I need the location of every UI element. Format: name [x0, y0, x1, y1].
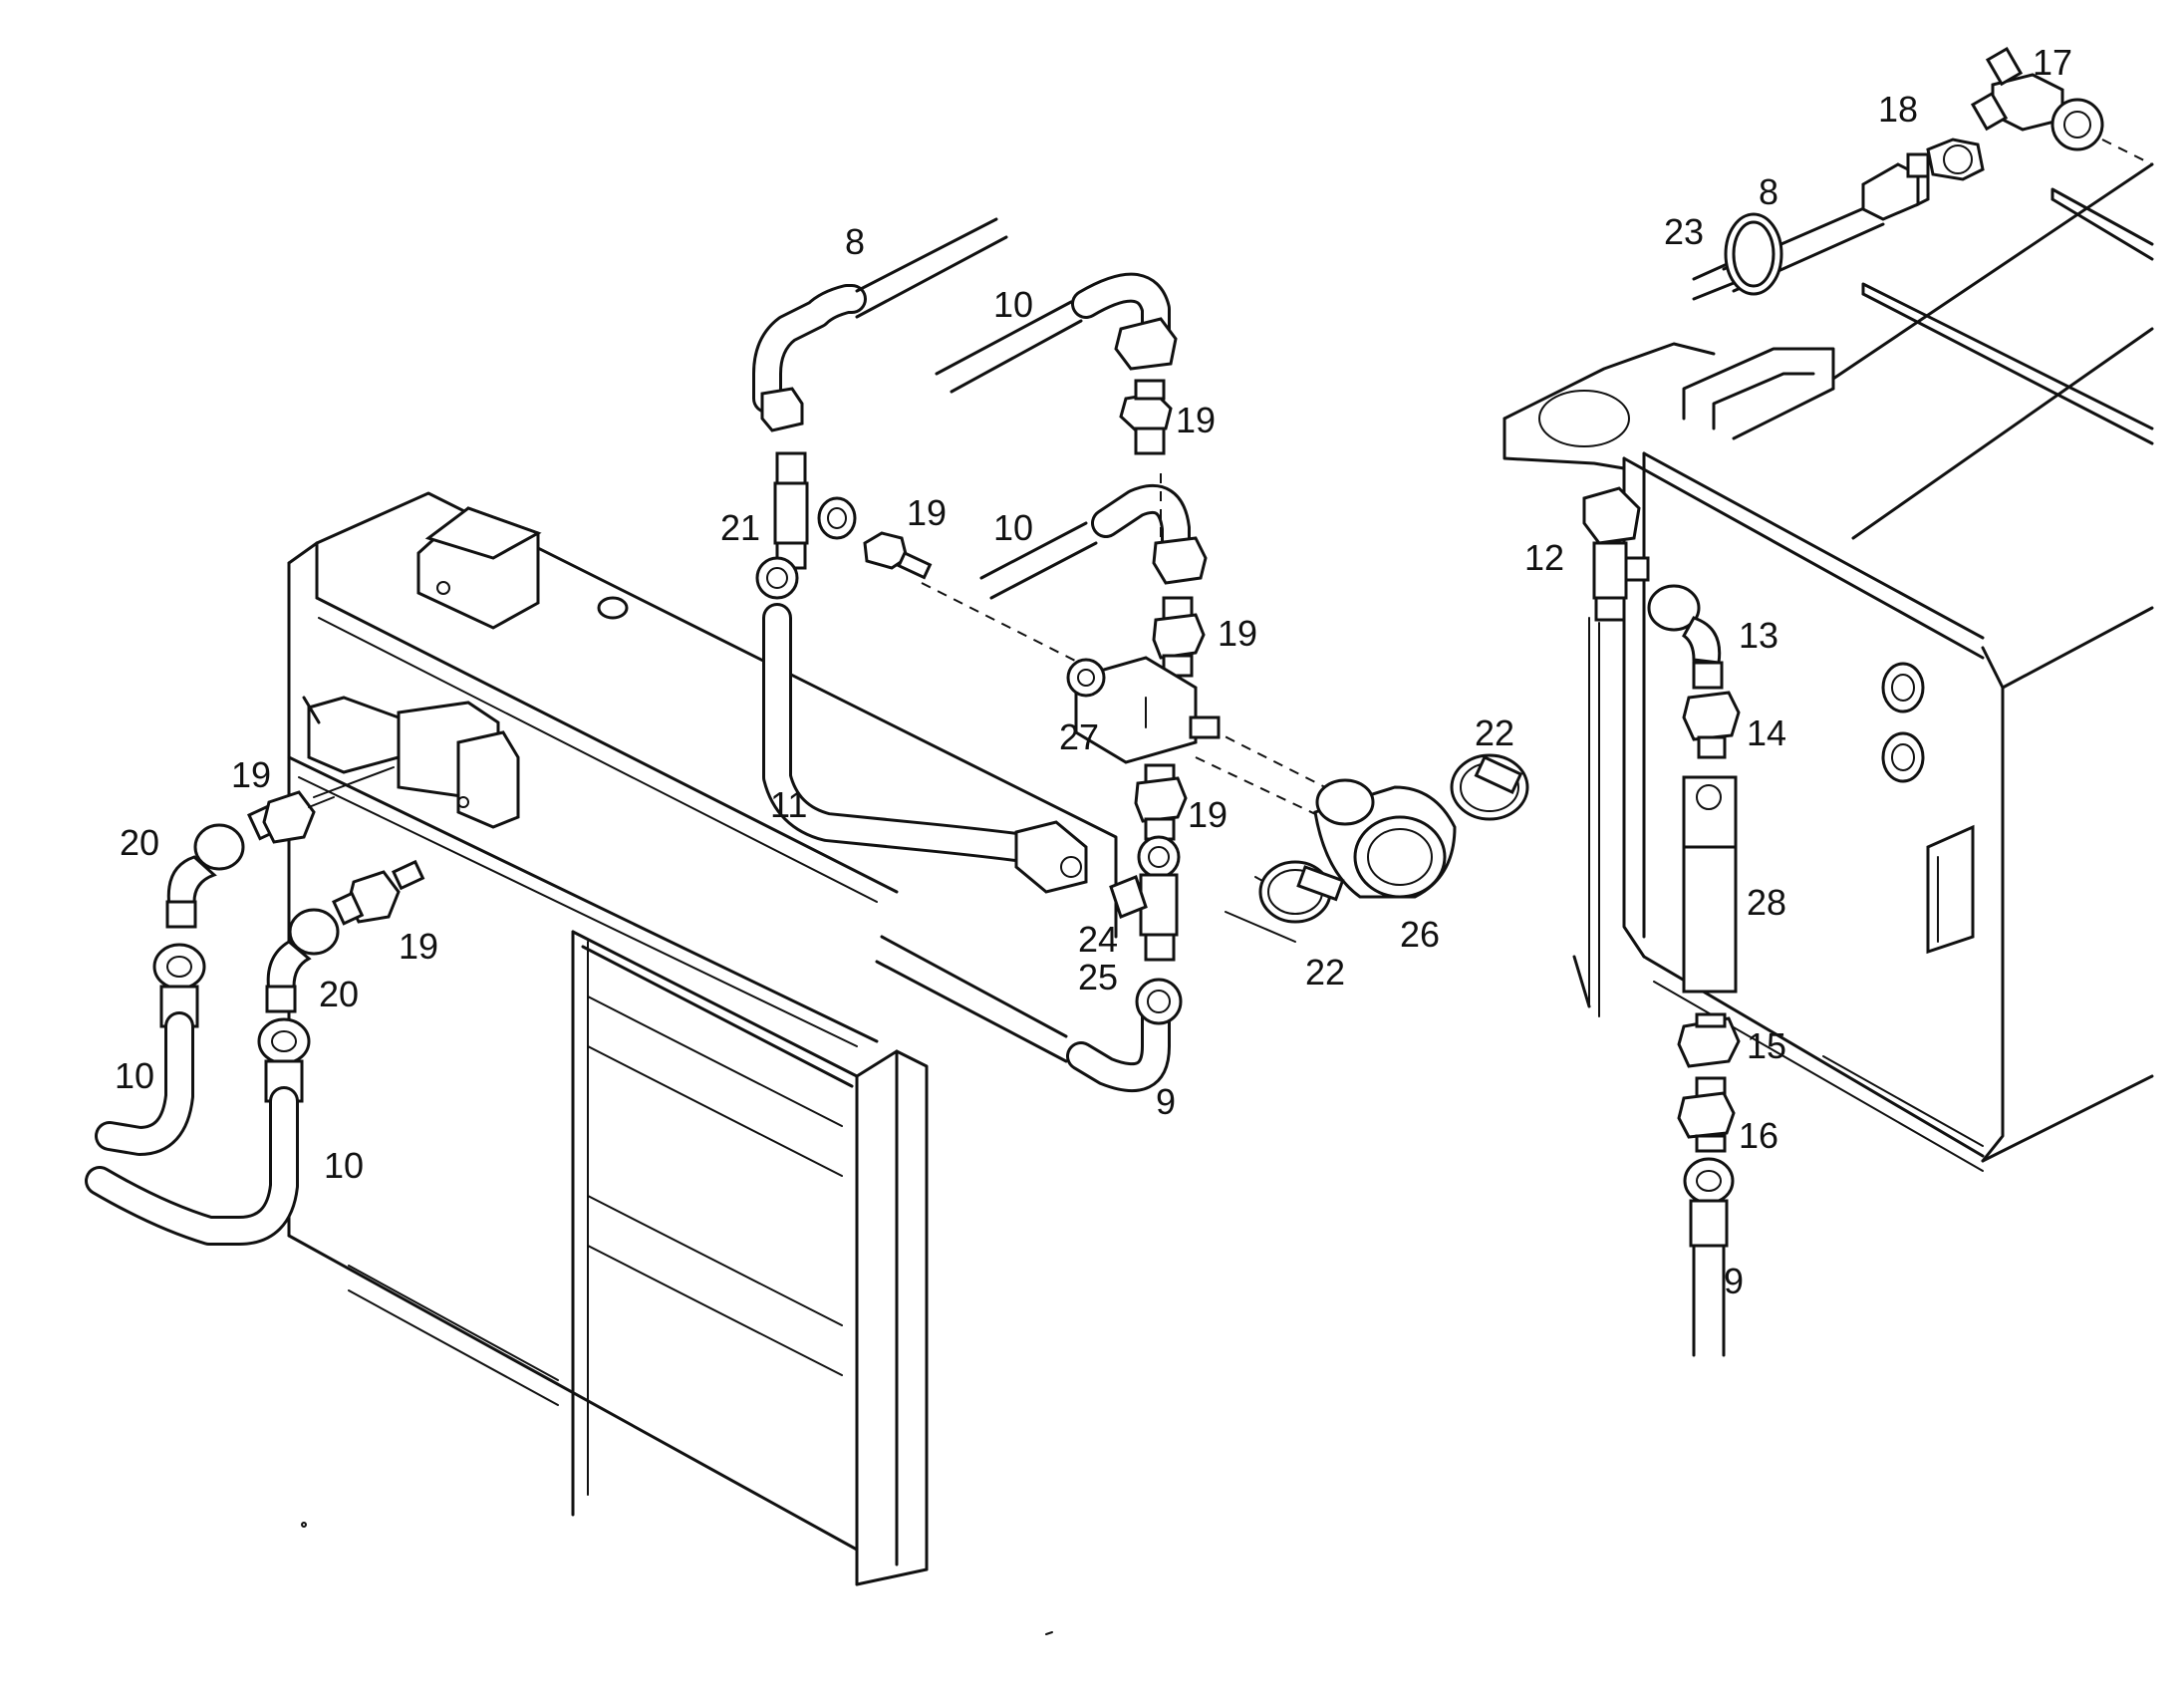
callout-23: 23 [1664, 211, 1704, 252]
callout-25: 25 [1078, 957, 1118, 997]
callout-10-upper: 10 [993, 284, 1033, 325]
callout-21: 21 [720, 507, 760, 548]
callout-8-right: 8 [1759, 171, 1778, 212]
callout-12: 12 [1524, 537, 1564, 578]
callout-16: 16 [1739, 1115, 1778, 1156]
center-fittings [755, 317, 1529, 1025]
right-top-fittings [1692, 46, 2153, 301]
callout-20-lower: 20 [319, 974, 359, 1014]
callout-8-top: 8 [845, 221, 865, 262]
callout-28: 28 [1747, 882, 1786, 923]
callout-18: 18 [1878, 89, 1918, 130]
callout-9-right: 9 [1724, 1261, 1744, 1301]
center-hoses [752, 217, 1386, 1093]
callout-26: 26 [1400, 914, 1440, 955]
callout-13: 13 [1739, 615, 1778, 656]
callout-14: 14 [1747, 712, 1786, 753]
callout-22-upper: 22 [1475, 712, 1514, 753]
callout-19-upper: 19 [1176, 400, 1216, 440]
stray-mark [1045, 1631, 1053, 1635]
callout-17: 17 [2033, 42, 2072, 83]
left-radiator-housing [287, 491, 1118, 1586]
callout-20-left: 20 [120, 822, 159, 863]
callout-10-lower-left: 10 [324, 1145, 364, 1186]
callout-19-lower: 19 [1188, 794, 1228, 835]
callout-15: 15 [1747, 1025, 1786, 1066]
right-vertical-chain [1582, 486, 1741, 1357]
callout-11: 11 [770, 784, 807, 825]
left-fittings [85, 766, 425, 1246]
callout-9-center: 9 [1156, 1081, 1176, 1122]
callout-24: 24 [1078, 919, 1118, 960]
callout-10-left: 10 [115, 1055, 154, 1096]
callout-labels: 8 10 19 21 19 10 19 27 22 11 19 24 25 22… [115, 42, 2072, 1301]
callout-10-middle: 10 [993, 507, 1033, 548]
callout-19-mid-left: 19 [907, 492, 947, 533]
callout-19-lower-left: 19 [399, 926, 438, 967]
callout-27: 27 [1059, 716, 1099, 757]
stray-dot [301, 1522, 307, 1528]
callout-22-lower: 22 [1305, 952, 1345, 993]
callout-19-left: 19 [231, 754, 271, 795]
right-tank-housing [1502, 162, 2154, 1172]
callout-19-middle: 19 [1218, 613, 1257, 654]
